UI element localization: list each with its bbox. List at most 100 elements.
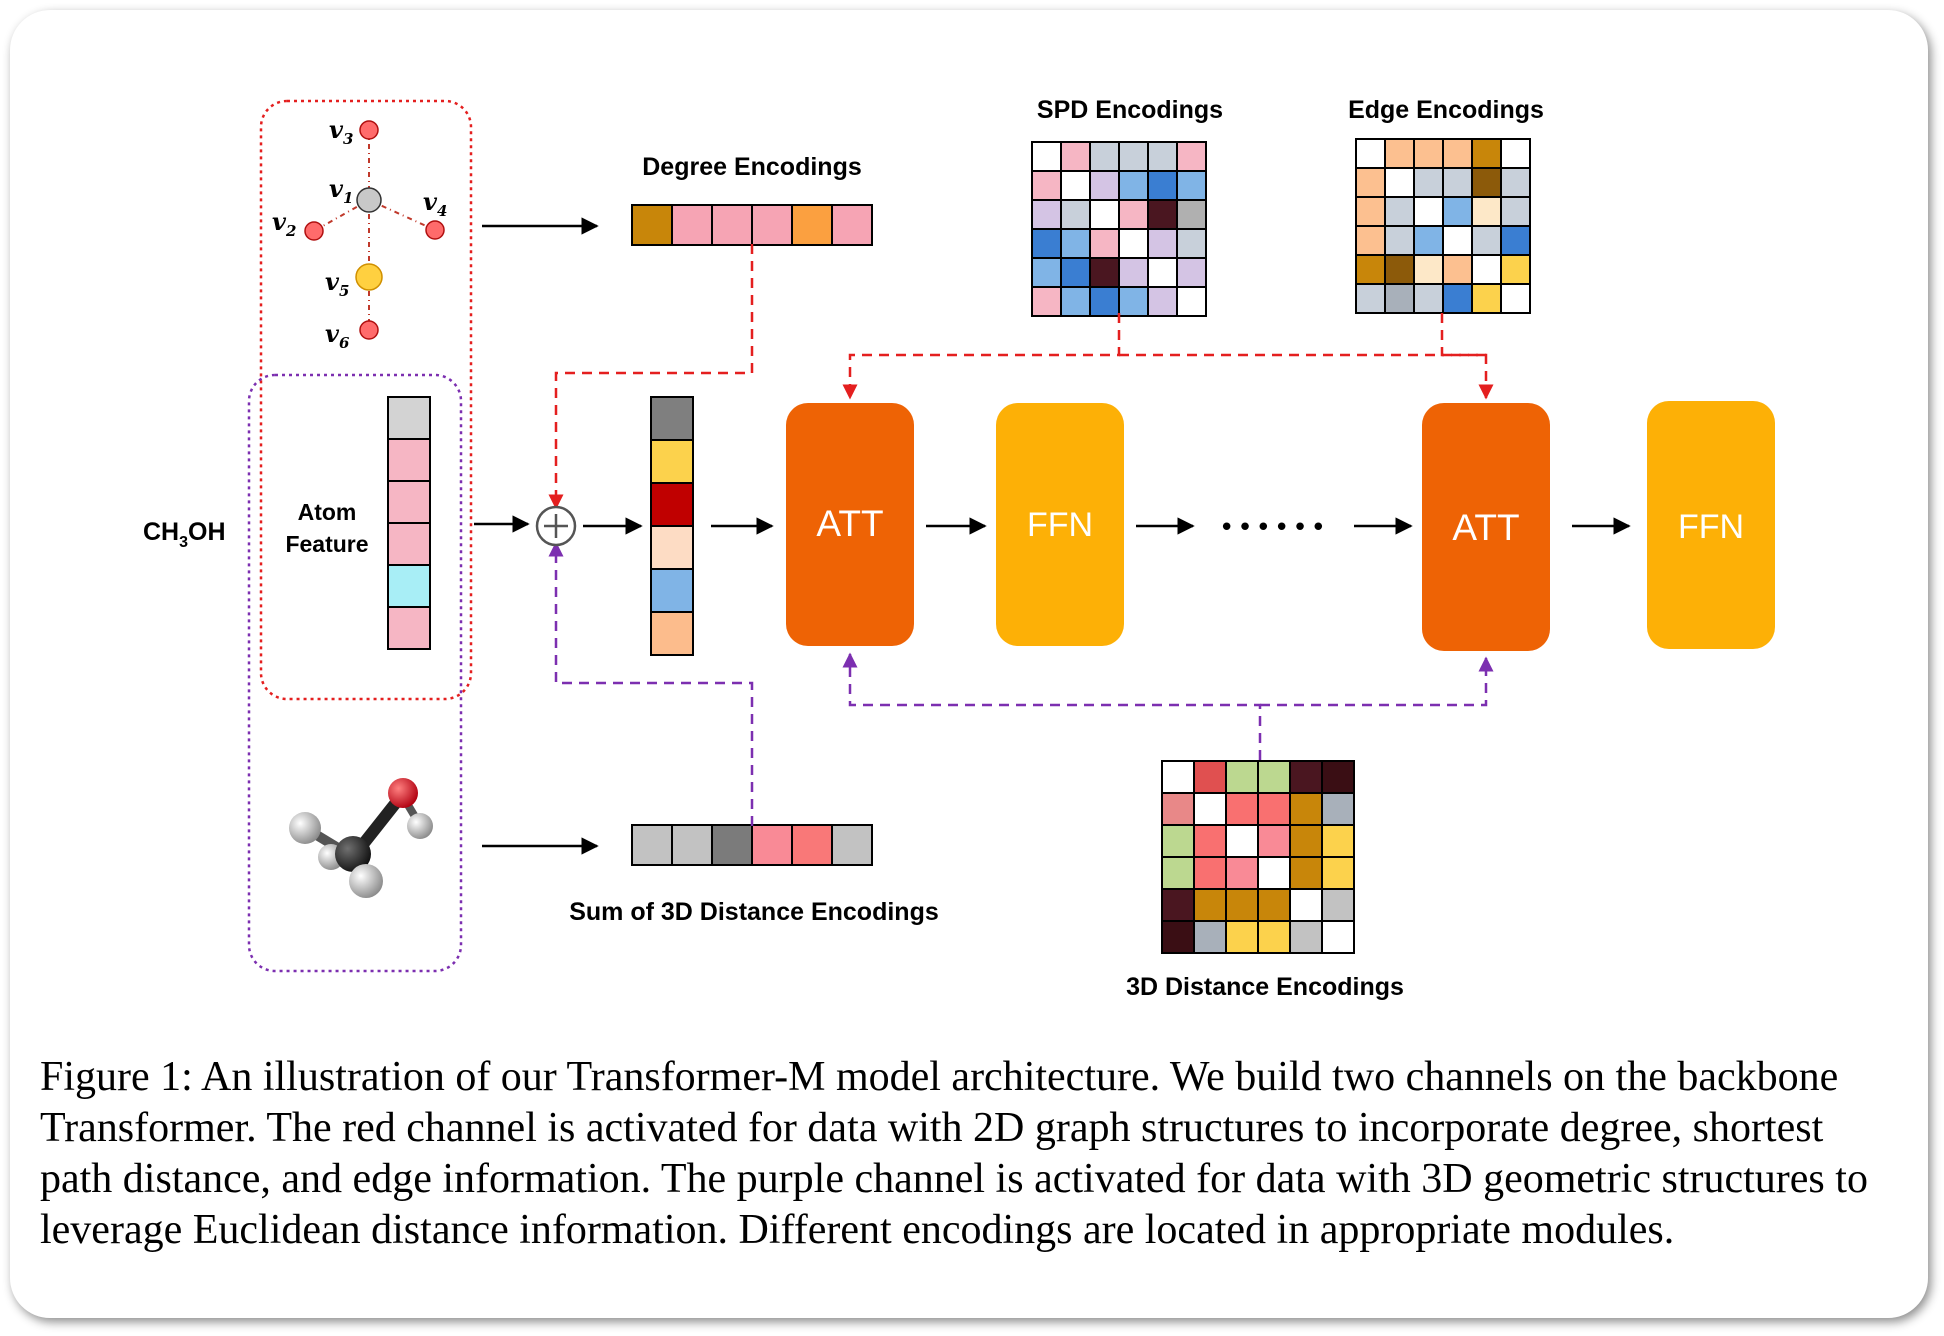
edge-cell	[1413, 225, 1444, 256]
att-block-2	[1422, 403, 1550, 651]
att-block-1-label: ATT	[816, 503, 883, 544]
combined-embedding-vector	[650, 396, 694, 656]
edge-cell	[1500, 138, 1531, 169]
node-v1	[356, 187, 382, 213]
distance-cell	[1225, 888, 1259, 922]
ffn-block-2	[1647, 401, 1775, 649]
combined-cell	[650, 611, 694, 656]
combined-cell	[650, 525, 694, 570]
edge-cell	[1384, 196, 1415, 227]
edge-cell	[1442, 254, 1473, 285]
spd-encodings-matrix	[1031, 141, 1207, 317]
combined-cell	[650, 439, 694, 484]
combined-cell	[650, 568, 694, 613]
add-operator-icon	[535, 505, 577, 547]
distance-cell	[1225, 824, 1259, 858]
distance-cell	[1257, 760, 1291, 794]
distance-cell	[1257, 792, 1291, 826]
edge-cell	[1355, 254, 1386, 285]
edge-cell	[1442, 283, 1473, 314]
atom-feature-cell	[387, 396, 431, 440]
degree-encodings-title: Degree Encodings	[642, 153, 862, 181]
node-v3	[359, 120, 379, 140]
spd-cell	[1089, 228, 1120, 259]
edge-cell	[1355, 283, 1386, 314]
edge-cell	[1471, 254, 1502, 285]
spd-cell	[1147, 286, 1178, 317]
distance-cell	[1321, 856, 1355, 890]
distance-cell	[1289, 760, 1323, 794]
node-v5	[355, 263, 383, 291]
distance-cell	[1257, 888, 1291, 922]
spd-cell	[1031, 228, 1062, 259]
edge-cell	[1384, 225, 1415, 256]
distance-cell	[1193, 888, 1227, 922]
3d-distance-encodings-matrix	[1161, 760, 1355, 954]
distance-cell	[1289, 792, 1323, 826]
atom-feature-cell	[387, 606, 431, 650]
sum3d-cell	[711, 824, 753, 866]
edge-cell	[1500, 167, 1531, 198]
2d-channel-box	[259, 99, 473, 701]
label-v5: v5	[325, 267, 349, 300]
edge-cell	[1500, 196, 1531, 227]
spd-cell	[1089, 199, 1120, 230]
molecule-graph: v3 v1 v2 v4 v5 v6	[272, 115, 447, 352]
label-v4: v4	[423, 187, 447, 220]
purple-path-sum3d	[548, 541, 754, 826]
distance-cell	[1225, 792, 1259, 826]
distance-cell	[1321, 920, 1355, 954]
atom-feature-label-line1: Atom	[298, 499, 357, 525]
atom-feature-cell	[387, 522, 431, 566]
sum-3d-vector	[631, 824, 873, 866]
purple-path-distance	[842, 652, 1262, 760]
node-v6	[359, 320, 379, 340]
edge-cell	[1500, 225, 1531, 256]
distance-cell	[1321, 824, 1355, 858]
spd-cell	[1089, 286, 1120, 317]
distance-cell	[1161, 792, 1195, 826]
3d-molecule-icon	[289, 778, 433, 898]
spd-cell	[1031, 257, 1062, 288]
spd-cell	[1176, 286, 1207, 317]
edge-cell	[1384, 254, 1415, 285]
att-block-2-label: ATT	[1452, 507, 1519, 548]
spd-cell	[1176, 228, 1207, 259]
spd-cell	[1118, 286, 1149, 317]
ffn-block-1-label: FFN	[1027, 506, 1093, 544]
atom-feature-cell	[387, 564, 431, 608]
distance-cell	[1193, 920, 1227, 954]
spd-cell	[1060, 257, 1091, 288]
distance-cell	[1225, 856, 1259, 890]
distance-cell	[1161, 888, 1195, 922]
distance-cell	[1193, 856, 1227, 890]
spd-cell	[1118, 257, 1149, 288]
spd-cell	[1089, 141, 1120, 172]
distance-cell	[1193, 824, 1227, 858]
edge-cell	[1500, 254, 1531, 285]
atom-feature-cell	[387, 438, 431, 482]
sum3d-cell	[791, 824, 833, 866]
degree-cell	[711, 204, 753, 246]
spd-cell	[1060, 228, 1091, 259]
degree-cell	[751, 204, 793, 246]
atom-feature-cell	[387, 480, 431, 524]
figure-caption: Figure 1: An illustration of our Transfo…	[40, 1054, 1868, 1253]
edge-cell	[1442, 225, 1473, 256]
edge-cell	[1355, 167, 1386, 198]
label-v3: v3	[329, 115, 353, 148]
ellipsis: ••••••	[1219, 513, 1329, 543]
distance-cell	[1161, 824, 1195, 858]
spd-cell	[1089, 257, 1120, 288]
edge-cell	[1413, 138, 1444, 169]
spd-cell	[1176, 199, 1207, 230]
edge-cell	[1471, 283, 1502, 314]
edge-cell	[1355, 138, 1386, 169]
combined-cell	[650, 396, 694, 441]
edge-encodings-title: Edge Encodings	[1348, 96, 1544, 124]
spd-cell	[1147, 170, 1178, 201]
spd-cell	[1031, 170, 1062, 201]
edge-cell	[1471, 196, 1502, 227]
edge-cell	[1471, 138, 1502, 169]
